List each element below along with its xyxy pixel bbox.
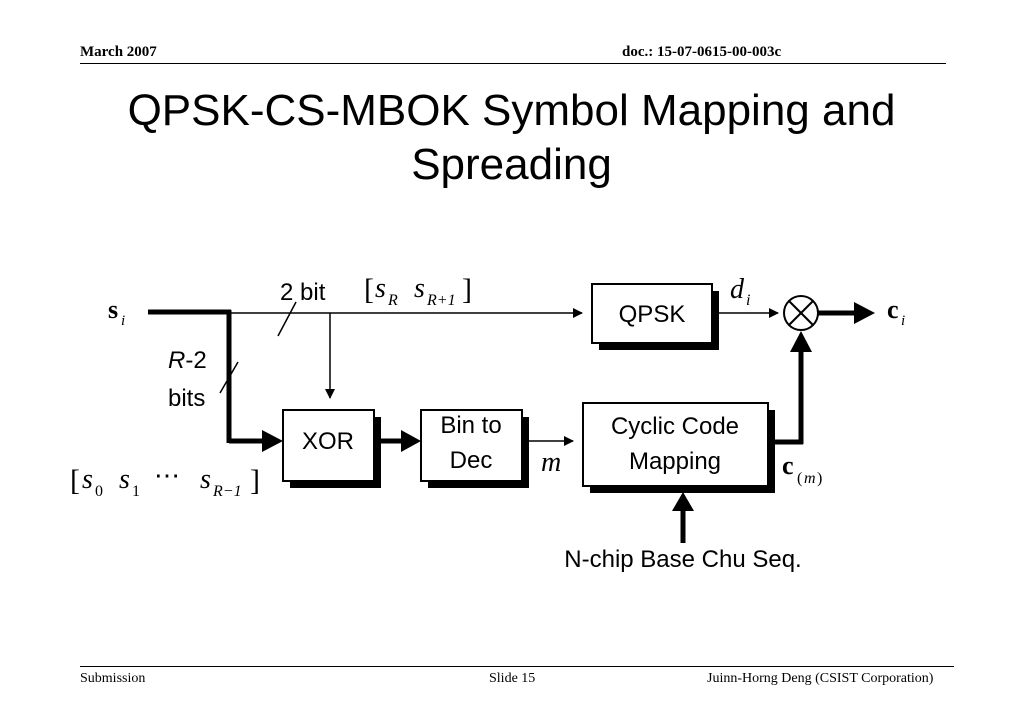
title-line-1: QPSK-CS-MBOK Symbol Mapping and — [127, 86, 896, 135]
xor-to-bintodec-arrowhead — [401, 430, 421, 452]
vec-top-s1-sub: R — [387, 292, 398, 309]
two-bit-slash — [277, 301, 297, 337]
footer-submission: Submission — [80, 671, 146, 686]
header-doc-id: doc.: 15-07-0615-00-003c — [622, 44, 782, 60]
input-symbol: s — [108, 295, 118, 324]
footer-slide-number: Slide 15 — [489, 671, 536, 686]
vec-top-open: [ — [364, 273, 374, 306]
vec-bottom-dots: ⋯ — [154, 461, 180, 490]
multiplier-bottom-arrowhead — [790, 331, 812, 352]
vec-bottom-s0: s — [82, 464, 93, 495]
cyclic-label-2: Mapping — [629, 448, 721, 475]
vec-top-s2: s — [414, 273, 425, 304]
qpsk-label: QPSK — [619, 301, 686, 328]
output-arrowhead — [854, 302, 875, 324]
qpsk-block — [591, 283, 713, 344]
bits-label: bits — [168, 385, 205, 412]
bintodec-label-2: Dec — [450, 447, 493, 474]
minus-2: -2 — [185, 347, 206, 374]
cyclic-label-1: Cyclic Code — [611, 413, 739, 440]
chu-arrowhead — [672, 492, 694, 511]
cm-symbol: c — [782, 451, 794, 480]
d-subscript: i — [746, 292, 750, 309]
bintodec-block — [420, 409, 523, 482]
vec-bottom-s1-sub: 1 — [132, 483, 140, 500]
d-symbol: d — [730, 274, 745, 305]
vec-bottom-open: [ — [70, 464, 80, 497]
xor-label: XOR — [302, 428, 354, 455]
slide-title: QPSK-CS-MBOK Symbol Mapping and Spreadin… — [0, 84, 1023, 192]
vec-top-close: ] — [462, 273, 472, 306]
xor-block — [282, 409, 375, 482]
cyclic-code-block — [582, 402, 769, 487]
cm-paren-close: ) — [817, 470, 822, 487]
footer-rule — [80, 666, 954, 667]
vec-top-s1: s — [375, 273, 386, 304]
vec-bottom-s0-sub: 0 — [95, 483, 103, 500]
vec-bottom-s2: s — [200, 464, 211, 495]
vec-bottom-s2-sub: R−1 — [212, 483, 242, 500]
vec-bottom-s1: s — [119, 464, 130, 495]
cm-paren-open: ( — [797, 470, 802, 487]
chu-seq-label: N-chip Base Chu Seq. — [564, 546, 801, 573]
m-symbol: m — [541, 447, 561, 478]
bintodec-label-1: Bin to — [440, 412, 501, 439]
title-line-2: Spreading — [411, 140, 612, 189]
xor-input-arrowhead — [262, 430, 283, 452]
vec-bottom-close: ] — [250, 464, 260, 497]
r-minus-2-label: R-2 — [168, 347, 207, 374]
output-symbol: c — [887, 295, 899, 324]
header-date: March 2007 — [80, 44, 157, 60]
output-subscript: i — [901, 313, 905, 329]
input-subscript: i — [121, 313, 125, 329]
two-bit-label: 2 bit — [280, 279, 326, 306]
r-italic: R — [168, 347, 185, 374]
cm-subscript: m — [804, 470, 816, 487]
r-bits-slash — [219, 361, 239, 394]
footer-author: Juinn-Horng Deng (CSIST Corporation) — [707, 671, 934, 686]
header-rule — [80, 63, 946, 64]
multiplier-cross-b — [788, 300, 814, 326]
vec-top-s2-sub: R+1 — [426, 292, 456, 309]
